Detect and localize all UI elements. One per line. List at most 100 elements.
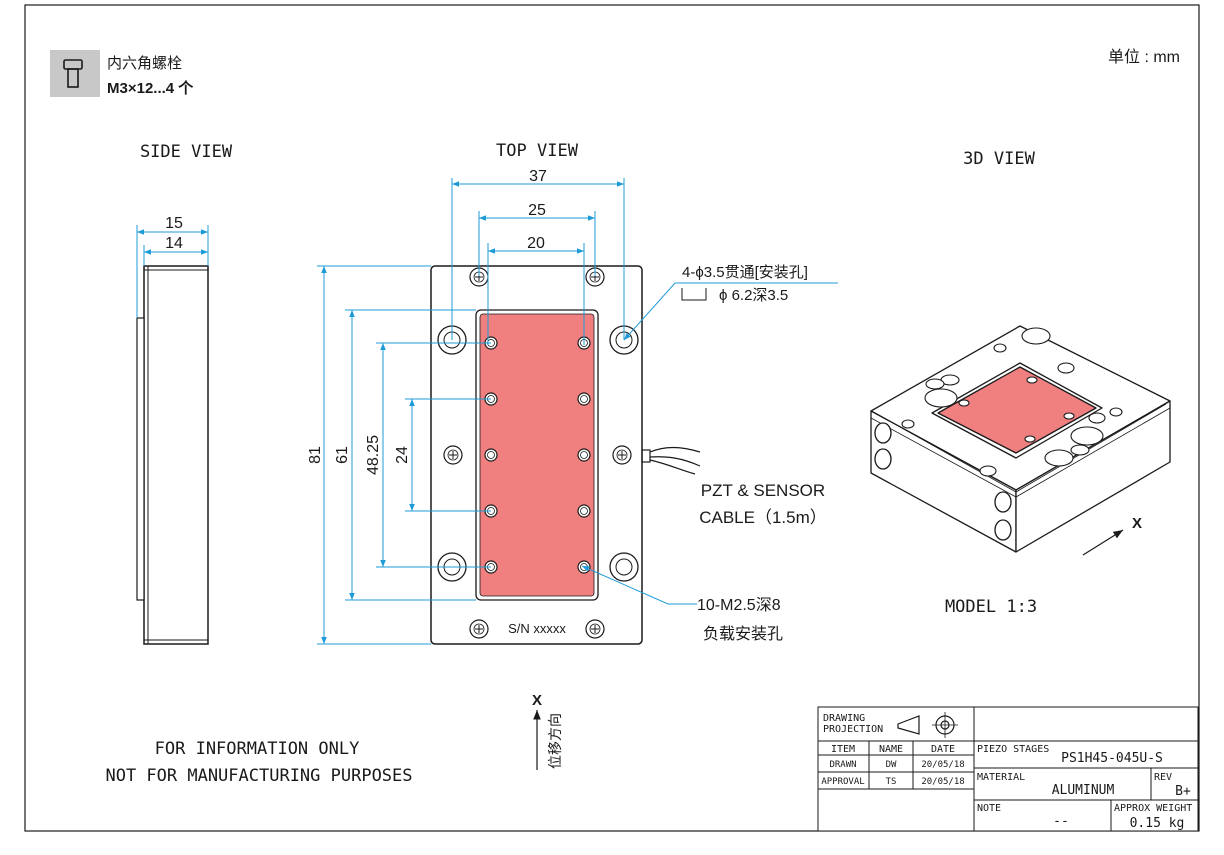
bolt-icon-bg <box>50 50 100 97</box>
side-dimensions <box>136 225 209 318</box>
tb-material-value: ALUMINUM <box>1052 783 1115 798</box>
dim-25: 25 <box>528 202 546 219</box>
drawing-frame <box>24 4 1200 832</box>
tb-projection-2: PROJECTION <box>823 724 883 735</box>
tb-note-label: NOTE <box>977 803 1001 814</box>
load-hole-thread <box>580 395 588 403</box>
3d-x-label: X <box>1132 515 1142 532</box>
tb-row-approval: APPROVAL <box>821 777 864 787</box>
tb-approval-date: 20/05/18 <box>921 777 964 787</box>
tb-col-date: DATE <box>931 744 955 755</box>
3d-hole <box>1088 412 1106 424</box>
dim-61: 61 <box>334 446 351 464</box>
side-view-title: SIDE VIEW <box>140 142 233 162</box>
3d-hole <box>924 388 958 408</box>
dim-81: 81 <box>307 446 324 464</box>
tb-rev-value: B+ <box>1175 784 1191 799</box>
counterbore-callout: ϕ 6.2深3.5 <box>719 287 788 304</box>
3d-platform <box>937 366 1097 454</box>
top-view-title: TOP VIEW <box>496 141 579 161</box>
load-hole-thread <box>580 507 588 515</box>
3d-platform-hole <box>1063 412 1075 420</box>
screw-socket <box>616 449 628 461</box>
3d-view-title: 3D VIEW <box>963 149 1035 169</box>
cable <box>641 446 701 475</box>
tb-col-name: NAME <box>879 744 903 755</box>
3d-hole <box>1057 362 1075 374</box>
displacement-x-label: X <box>532 692 542 709</box>
tb-col-item: ITEM <box>831 744 855 755</box>
3d-platform-hole <box>1026 376 1038 384</box>
3d-hole <box>1070 426 1104 446</box>
3d-platform-hole <box>958 399 970 407</box>
load-hole-thread <box>580 451 588 459</box>
load-hole <box>577 392 591 406</box>
moving-platform <box>479 313 595 597</box>
load-hole <box>577 448 591 462</box>
title-block: DRAWING PROJECTION ITEM NAME DATE DRAWN … <box>817 706 1199 832</box>
dim-37: 37 <box>529 168 547 185</box>
mount-hole-callout: 4-ϕ3.5贯通[安装孔] <box>682 264 808 281</box>
load-hole <box>484 448 498 462</box>
3d-hole <box>1021 327 1051 345</box>
screw-socket <box>473 623 485 635</box>
dim-15: 15 <box>165 215 183 232</box>
3d-x-axis: X <box>1082 515 1142 556</box>
tb-rev-label: REV <box>1154 772 1172 783</box>
screw-socket <box>447 449 459 461</box>
3d-hole <box>925 378 945 390</box>
mount-hole-counterbore <box>609 552 639 582</box>
dim-48-25: 48.25 <box>365 435 382 475</box>
load-hole-desc: 负载安装孔 <box>703 624 783 643</box>
3d-front-holes <box>874 422 1012 541</box>
3d-view <box>870 325 1171 553</box>
note-not-manufacturing: NOT FOR MANUFACTURING PURPOSES <box>105 766 412 786</box>
top-view: PZT & SENSOR CABLE（1.5m） S/N xxxxx <box>307 168 838 645</box>
side-platform <box>136 317 145 601</box>
tb-product-label: PIEZO STAGES <box>977 744 1049 755</box>
counterbore-icon <box>681 288 707 301</box>
side-body <box>143 265 209 645</box>
tb-row-drawn: DRAWN <box>829 760 856 770</box>
3d-platform-hole <box>1024 435 1036 443</box>
side-view: 15 14 <box>136 215 209 645</box>
dim-20: 20 <box>527 235 545 252</box>
tb-drawn-date: 20/05/18 <box>921 760 964 770</box>
load-hole-callout: 10-M2.5深8 <box>697 596 781 614</box>
mount-hole <box>615 558 633 576</box>
projection-symbol-icon <box>897 712 958 738</box>
tb-material-label: MATERIAL <box>977 772 1025 783</box>
cable-label-1: PZT & SENSOR <box>701 481 825 500</box>
tb-product-value: PS1H45-045U-S <box>1061 751 1163 766</box>
3d-hole <box>901 419 915 429</box>
displacement-label: 位移方向 <box>548 713 564 769</box>
load-hole-thread <box>487 451 495 459</box>
model-scale: MODEL 1:3 <box>945 597 1037 617</box>
displacement-indicator: X 位移方向 <box>532 692 564 770</box>
load-hole <box>577 504 591 518</box>
hex-bolt-icon <box>63 59 83 88</box>
tb-note-value: -- <box>1053 814 1069 829</box>
3d-hole <box>993 343 1007 353</box>
3d-hole <box>979 465 997 477</box>
tb-weight-label: APPROX WEIGHT <box>1114 803 1192 814</box>
3d-hole <box>1109 407 1123 417</box>
tb-weight-value: 0.15 kg <box>1130 816 1185 831</box>
tb-projection-1: DRAWING <box>823 713 865 724</box>
screws <box>443 267 632 639</box>
dim-24: 24 <box>394 446 411 464</box>
tb-approval-name: TS <box>886 777 897 787</box>
serial-number: S/N xxxxx <box>508 621 566 636</box>
bolt-spec-text: M3×12...4 个 <box>107 79 194 97</box>
bolt-spec: 内六角螺栓 M3×12...4 个 <box>50 50 194 97</box>
3d-hole <box>1044 449 1074 467</box>
unit-label: 单位 : mm <box>1108 48 1180 66</box>
top-dimensions <box>317 178 838 645</box>
note-info-only: FOR INFORMATION ONLY <box>155 739 360 759</box>
bolt-name: 内六角螺栓 <box>107 54 182 72</box>
tb-drawn-name: DW <box>886 760 897 770</box>
cable-label-2: CABLE（1.5m） <box>699 508 827 527</box>
dim-14: 14 <box>165 235 183 252</box>
3d-hole <box>1070 444 1090 456</box>
